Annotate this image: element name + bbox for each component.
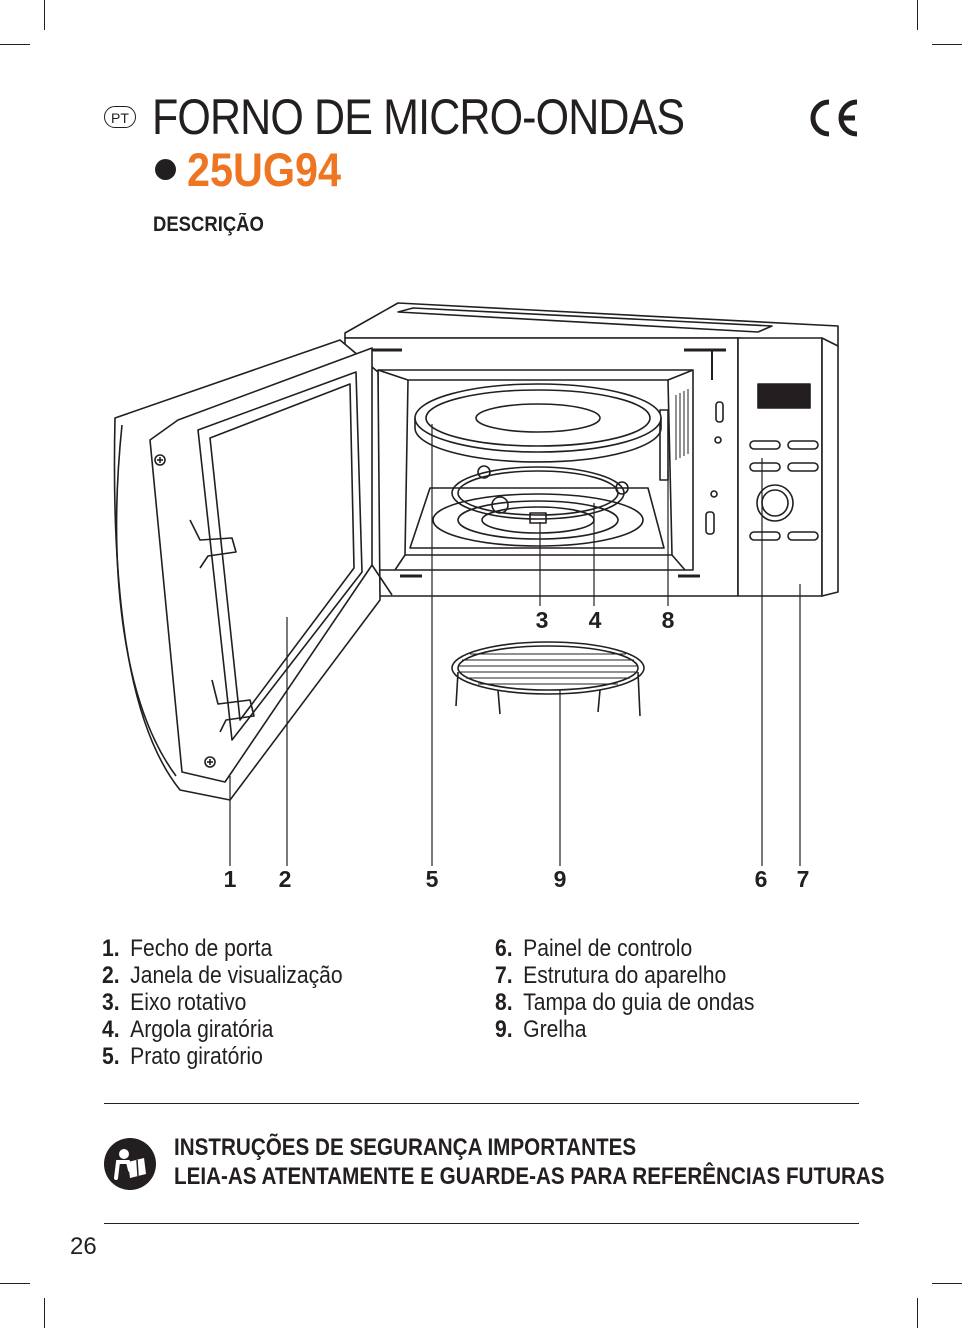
read-manual-icon	[104, 1138, 156, 1190]
safety-line-1: INSTRUÇÕES DE SEGURANÇA IMPORTANTES	[174, 1134, 637, 1161]
bullet-dot	[155, 159, 176, 180]
callout-7: 7	[796, 866, 810, 892]
legend-item: 9.Grelha	[495, 1016, 587, 1043]
crop-mark	[44, 1298, 45, 1328]
callout-5: 5	[425, 866, 439, 892]
page-number: 26	[70, 1233, 97, 1260]
crop-mark	[0, 1283, 30, 1284]
crop-mark	[0, 44, 30, 45]
callout-3: 3	[535, 607, 549, 633]
language-badge: PT	[104, 106, 136, 128]
callout-1: 1	[223, 866, 237, 892]
crop-mark	[917, 0, 918, 30]
legend-item: 3.Eixo rotativo	[102, 989, 247, 1016]
legend-item: 1.Fecho de porta	[102, 935, 273, 962]
safety-heading: INSTRUÇÕES DE SEGURANÇA IMPORTANTES LEIA…	[174, 1133, 885, 1191]
legend-item: 5.Prato giratório	[102, 1043, 263, 1070]
page-title: FORNO DE MICRO-ONDAS	[152, 89, 685, 145]
legend-item: 6.Painel de controlo	[495, 935, 693, 962]
callout-2: 2	[278, 866, 292, 892]
callout-4: 4	[588, 607, 602, 633]
legend-item: 4.Argola giratória	[102, 1016, 274, 1043]
legend-item: 8.Tampa do guia de ondas	[495, 989, 755, 1016]
crop-mark	[932, 44, 962, 45]
legend-item: 2.Janela de visualização	[102, 962, 343, 989]
safety-line-2: LEIA-AS ATENTAMENTE E GUARDE-AS PARA REF…	[174, 1163, 885, 1190]
microwave-diagram	[113, 302, 839, 866]
legend-right: 6.Painel de controlo 7.Estrutura do apar…	[495, 935, 790, 1043]
crop-mark	[917, 1298, 918, 1328]
crop-mark	[932, 1283, 962, 1284]
section-title: DESCRIÇÃO	[153, 213, 264, 236]
legend-left: 1.Fecho de porta 2.Janela de visualizaçã…	[102, 935, 376, 1070]
ce-mark-icon	[810, 99, 858, 137]
divider	[104, 1103, 859, 1104]
callout-9: 9	[553, 866, 567, 892]
divider	[104, 1223, 859, 1224]
model-number: 25UG94	[187, 143, 342, 196]
legend-item: 7.Estrutura do aparelho	[495, 962, 727, 989]
callout-8: 8	[661, 607, 675, 633]
crop-mark	[44, 0, 45, 30]
callout-6: 6	[754, 866, 768, 892]
